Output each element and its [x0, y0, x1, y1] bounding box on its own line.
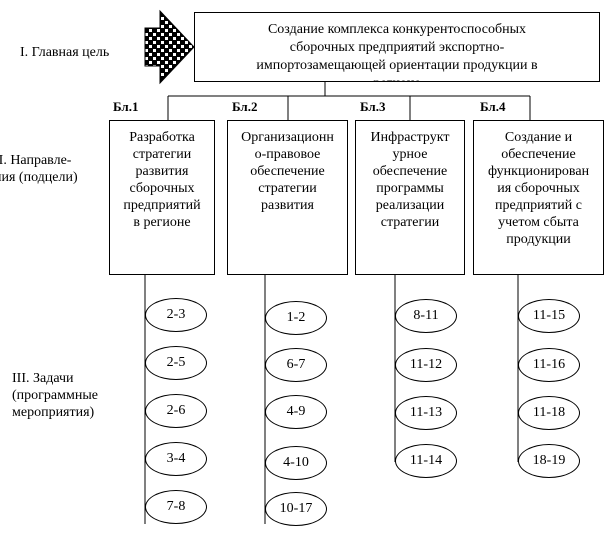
- task-oval: 2-3: [145, 298, 207, 332]
- direction-box-2: Организационн о-правовое обеспечение стр…: [227, 120, 348, 275]
- task-oval: 6-7: [265, 348, 327, 382]
- task-oval: 2-6: [145, 394, 207, 428]
- task-oval: 11-14: [395, 444, 457, 478]
- task-oval: 8-11: [395, 299, 457, 333]
- task-oval: 4-9: [265, 395, 327, 429]
- task-oval: 7-8: [145, 490, 207, 524]
- task-oval: 10-17: [265, 492, 327, 526]
- block-label-1: Бл.1: [113, 99, 139, 114]
- task-oval: 1-2: [265, 301, 327, 335]
- task-oval: 2-5: [145, 346, 207, 380]
- level-label-directions: II. Направле- ния (подцели): [0, 153, 78, 185]
- main-goal-box: Создание комплекса конкурентоспособных с…: [194, 12, 600, 82]
- block-label-2: Бл.2: [232, 99, 258, 114]
- direction-box-3: Инфраструкт урное обеспечение программы …: [355, 120, 465, 275]
- task-oval: 3-4: [145, 442, 207, 476]
- task-oval: 11-15: [518, 299, 580, 333]
- block-label-3: Бл.3: [360, 99, 386, 114]
- direction-box-4: Создание и обеспечение функционирован ия…: [473, 120, 604, 275]
- block-label-4: Бл.4: [480, 99, 506, 114]
- level-label-tasks: III. Задачи (программные мероприятия): [12, 371, 98, 420]
- task-oval: 11-12: [395, 348, 457, 382]
- level-label-goal: I. Главная цель: [20, 45, 110, 60]
- task-oval: 4-10: [265, 446, 327, 480]
- goal-arrow-icon: [144, 9, 195, 85]
- task-oval: 11-18: [518, 396, 580, 430]
- task-oval: 18-19: [518, 444, 580, 478]
- task-oval: 11-16: [518, 348, 580, 382]
- direction-box-1: Разработка стратегии развития сборочных …: [109, 120, 215, 275]
- task-oval: 11-13: [395, 396, 457, 430]
